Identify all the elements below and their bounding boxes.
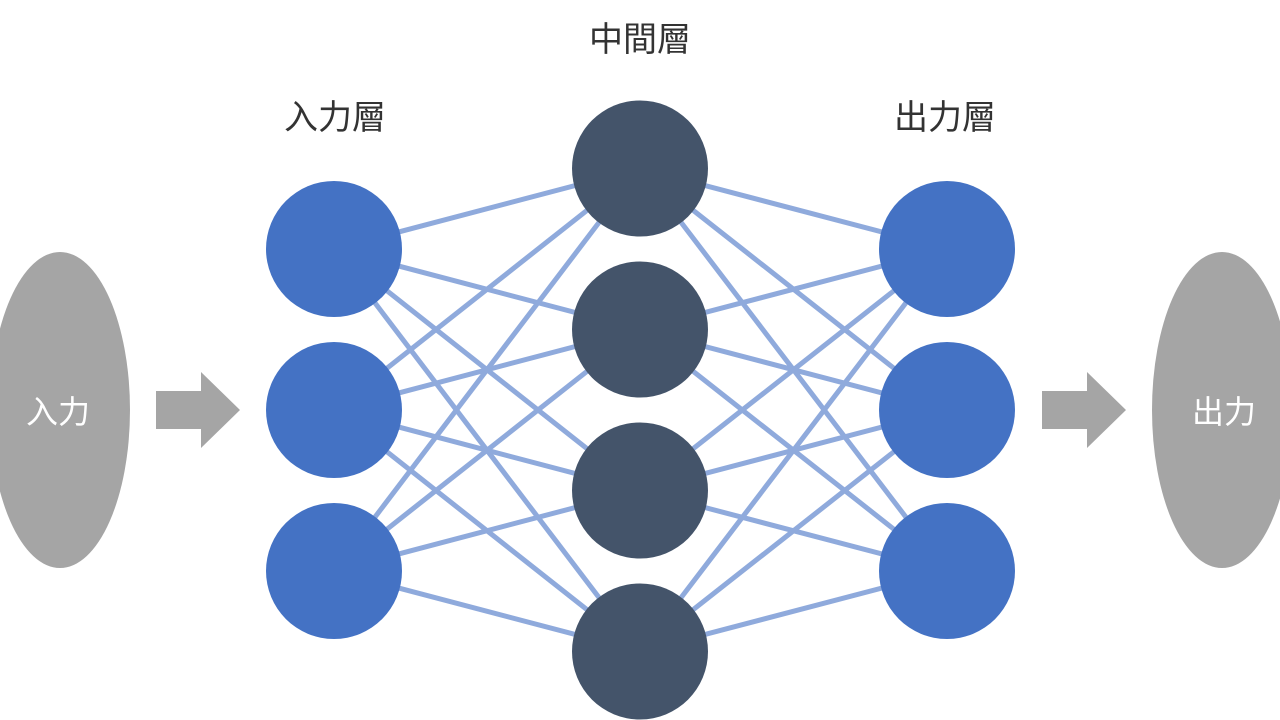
hidden-node bbox=[572, 422, 708, 559]
hidden-layer-label: 中間層 bbox=[589, 20, 691, 60]
output-node bbox=[879, 181, 1015, 317]
input-label: 入力 bbox=[25, 393, 91, 431]
input-ellipse bbox=[0, 252, 130, 568]
output-node bbox=[879, 503, 1015, 639]
output-ellipse bbox=[1152, 252, 1280, 568]
input-node bbox=[266, 181, 402, 317]
output-node bbox=[879, 342, 1015, 478]
hidden-node bbox=[572, 583, 708, 720]
input-node bbox=[266, 503, 402, 639]
connection-line bbox=[638, 247, 949, 654]
input-node bbox=[266, 342, 402, 478]
connection-line bbox=[332, 166, 642, 573]
hidden-node bbox=[572, 100, 708, 237]
hidden-node bbox=[572, 261, 708, 398]
output-layer-label: 出力層 bbox=[894, 98, 996, 138]
output-arrow bbox=[1042, 372, 1126, 448]
input-arrow bbox=[156, 372, 240, 448]
input-layer-label: 入力層 bbox=[284, 98, 386, 138]
output-label: 出力 bbox=[1191, 393, 1257, 431]
